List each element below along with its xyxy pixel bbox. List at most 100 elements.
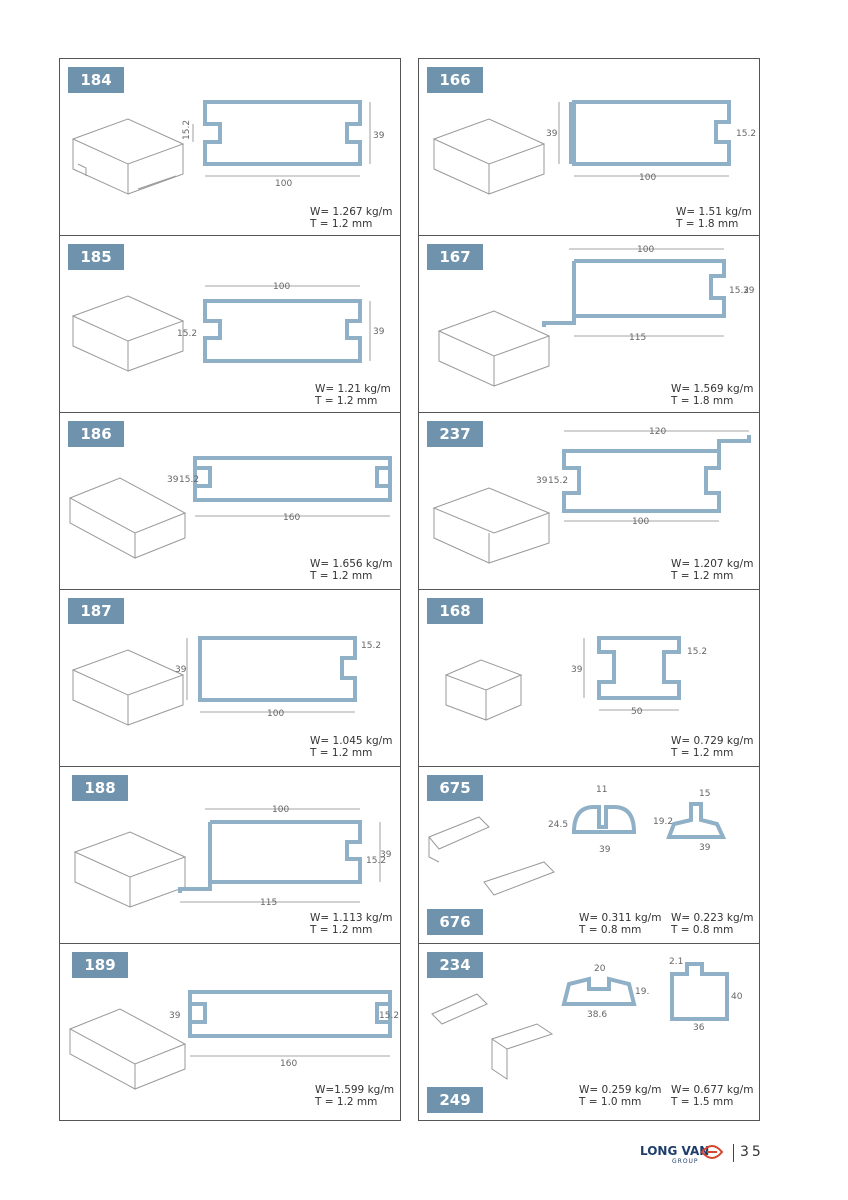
dim-label: 15.2	[687, 647, 707, 657]
profile-code-badge: 237	[427, 421, 483, 447]
page-number: 35	[740, 1144, 764, 1160]
dim-label: 19.2	[653, 817, 673, 827]
profile-section-drawing: 39 15.2 160	[169, 990, 399, 1069]
footer-divider	[733, 1144, 734, 1162]
profile-code-badge: 187	[68, 598, 124, 624]
profile-section-drawing: 39 15.2 50	[571, 636, 707, 717]
dim-label: 100	[275, 179, 292, 189]
dim-label: 115	[629, 333, 646, 343]
dim-label: 15.2	[736, 129, 756, 139]
dim-label: 39	[380, 850, 392, 860]
dim-label: 15.2	[548, 476, 568, 486]
profile-3d-view	[432, 118, 546, 195]
dim-label: 2.1	[669, 957, 683, 967]
dim-label: 100	[272, 805, 289, 815]
profile-3d-view	[71, 649, 185, 726]
dim-label: 100	[267, 709, 284, 719]
profile-section-drawing-secondary: 15 19.2 39	[653, 789, 727, 853]
dim-label: 19.5	[635, 987, 649, 997]
profile-3d-view	[68, 1008, 187, 1090]
dim-label: 15	[699, 789, 710, 799]
profile-code-badge: 168	[427, 598, 483, 624]
dim-label: 15.2	[729, 286, 749, 296]
dim-label: 39	[373, 131, 385, 141]
dim-label: 15.2	[179, 475, 199, 485]
profile-code-badge: 188	[72, 775, 128, 801]
dim-label: 100	[273, 282, 290, 292]
dim-label: 160	[280, 1059, 297, 1069]
dim-label: 40	[731, 992, 743, 1002]
profile-code-badge: 234	[427, 952, 483, 978]
dim-label: 15.2	[177, 329, 197, 339]
dim-label: 15.2	[379, 1011, 399, 1021]
dim-label: 100	[639, 173, 656, 183]
profile-section-drawing: 100 15.2 39	[177, 282, 385, 363]
profile-3d-view	[71, 295, 185, 372]
dim-label: 39	[175, 665, 187, 675]
dim-label: 50	[631, 707, 643, 717]
dim-label: 15.2	[366, 856, 386, 866]
profile-code-badge: 186	[68, 421, 124, 447]
brand-logo: LONG VAN	[640, 1144, 710, 1158]
profile-3d-view	[428, 816, 555, 896]
profile-section-drawing: 39 15.2 100	[175, 636, 381, 719]
profile-code-badge: 166	[427, 67, 483, 93]
dim-label: 160	[283, 513, 300, 523]
dim-label: 39	[743, 286, 755, 296]
dim-label: 24.5	[548, 820, 568, 830]
profile-3d-view	[71, 118, 185, 195]
profile-section-drawing-secondary: 2.1 40 36	[669, 957, 743, 1033]
dim-label: 39	[571, 665, 583, 675]
profile-section-drawing: 11 24.5 39	[548, 785, 637, 855]
dim-label: 11	[596, 785, 607, 795]
profile-code-badge: 185	[68, 244, 124, 270]
dim-label: 38.6	[587, 1010, 607, 1020]
dim-label: 100	[637, 245, 654, 255]
dim-label: 39	[599, 845, 611, 855]
dim-label: 39	[546, 129, 558, 139]
profile-code-badge: 167	[427, 244, 483, 270]
profile-code-badge-secondary: 676	[427, 909, 483, 935]
dim-label: 39	[169, 1011, 181, 1021]
profile-code-badge-secondary: 249	[427, 1087, 483, 1113]
dim-label: 39	[699, 843, 711, 853]
dim-label: 36	[693, 1023, 705, 1033]
dim-label: 39	[373, 327, 385, 337]
profile-code-badge: 189	[72, 952, 128, 978]
dim-label: 15.2	[361, 641, 381, 651]
profile-3d-view	[444, 659, 523, 721]
profile-3d-view	[432, 487, 551, 564]
dim-label: 39	[536, 476, 548, 486]
dim-label: 100	[632, 517, 649, 527]
